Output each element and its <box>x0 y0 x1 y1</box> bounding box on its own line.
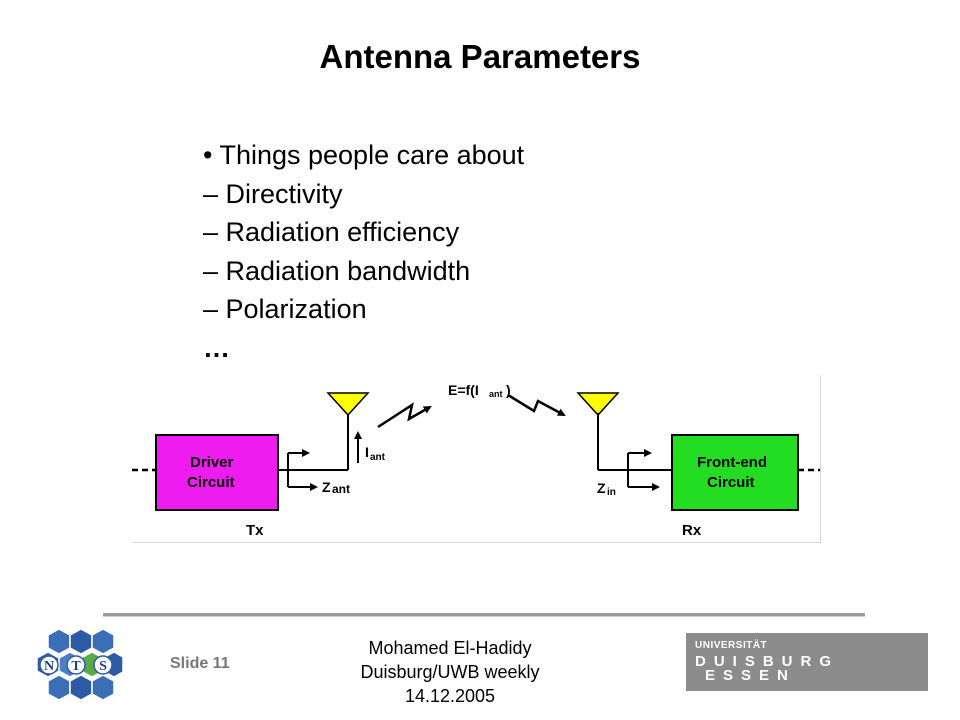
tx-impedance-subscript: ant <box>332 482 350 496</box>
tx-current-label: I <box>365 444 369 460</box>
driver-circuit-block <box>155 434 279 511</box>
tx-label: Tx <box>246 522 264 539</box>
slide-number: Slide 11 <box>170 655 230 672</box>
bullet-radiation-efficiency: – Radiation efficiency <box>203 217 460 247</box>
bullet-radiation-bandwidth: – Radiation bandwidth <box>203 255 471 286</box>
antenna-link-diagram: Driver Circuit I ant Z ant E=f(I ant ) Z… <box>132 375 821 543</box>
bullet-list: • Things people care about – Directivity… <box>203 136 524 367</box>
university-logo-line1: UNIVERSITÄT <box>695 640 768 651</box>
bullet-main: • Things people care about <box>203 140 525 170</box>
field-equation-close: ) <box>506 382 511 398</box>
university-logo-line2: DUISBURG <box>695 653 840 670</box>
svg-text:T: T <box>71 659 81 674</box>
rx-impedance-subscript: in <box>607 487 616 498</box>
rx-label: Rx <box>682 522 702 539</box>
field-equation-subscript: ant <box>489 389 503 399</box>
driver-circuit-label-1: Driver <box>190 454 234 471</box>
bullet-directivity: – Directivity <box>203 178 343 209</box>
university-logo: UNIVERSITÄT DUISBURG ESSEN <box>686 633 928 691</box>
bullet-polarization: – Polarization <box>203 294 367 324</box>
front-end-circuit-label-1: Front-end <box>697 454 767 471</box>
svg-text:S: S <box>99 659 107 674</box>
bullet-ellipsis: … <box>203 332 230 363</box>
presenter-date: 14.12.2005 <box>404 686 496 706</box>
rx-impedance-label: Z <box>597 480 606 496</box>
front-end-circuit-block <box>671 434 799 511</box>
nts-logo: N T S <box>36 626 124 707</box>
driver-circuit-label-2: Circuit <box>187 474 235 491</box>
slide-title: Antenna Parameters <box>319 38 641 75</box>
tx-wave-lightning-icon <box>377 402 432 429</box>
university-logo-line3: ESSEN <box>705 667 796 684</box>
rx-wave-lightning-icon <box>507 393 566 417</box>
front-end-circuit-label-2: Circuit <box>707 474 755 491</box>
field-equation-label: E=f(I <box>448 382 479 398</box>
tx-impedance-label: Z <box>322 479 331 495</box>
svg-text:N: N <box>44 659 54 674</box>
tx-antenna-icon <box>326 392 370 417</box>
presenter-name: Mohamed El-Hadidy <box>368 638 532 658</box>
tx-current-subscript: ant <box>370 452 386 463</box>
rx-antenna-icon <box>576 392 620 417</box>
presenter-info: Mohamed El-Hadidy Duisburg/UWB weekly 14… <box>300 636 600 708</box>
presenter-event: Duisburg/UWB weekly <box>360 662 540 682</box>
footer-divider <box>103 613 865 617</box>
